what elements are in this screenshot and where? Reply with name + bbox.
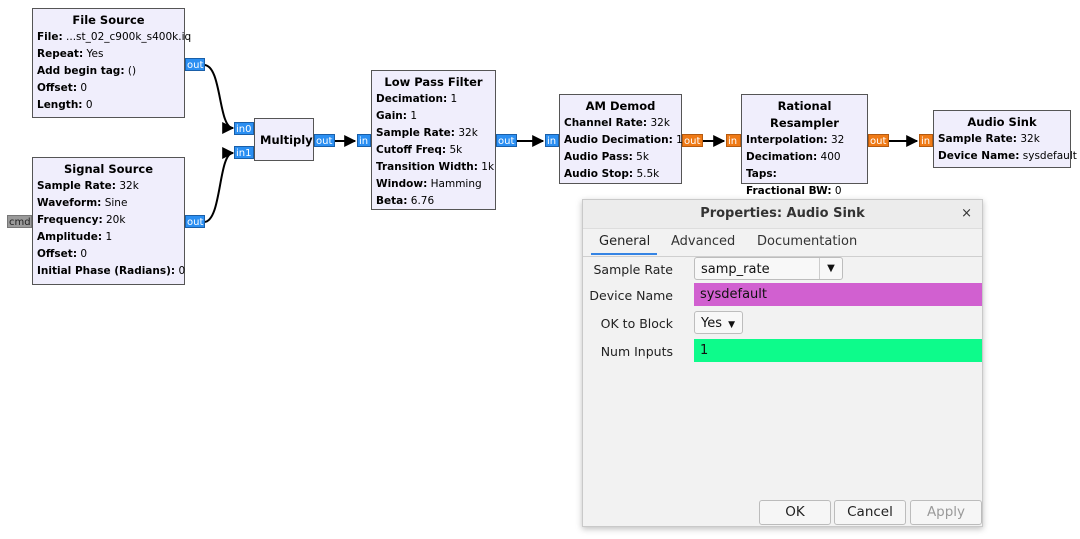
- chevron-down-icon[interactable]: ▼: [728, 320, 736, 330]
- port-audio-sink-in[interactable]: in: [919, 134, 933, 147]
- dialog-title: Properties: Audio Sink: [700, 206, 865, 221]
- sample-rate-combo[interactable]: samp_rate ▼: [694, 257, 843, 280]
- port-lpf-out[interactable]: out: [496, 134, 517, 147]
- dialog-tabs: General Advanced Documentation: [583, 229, 982, 257]
- block-audio-sink[interactable]: Audio Sink Sample Rate: 32k Device Name:…: [933, 110, 1077, 168]
- dialog-titlebar[interactable]: Properties: Audio Sink ×: [583, 200, 982, 229]
- tab-advanced[interactable]: Advanced: [671, 234, 736, 249]
- sample-rate-value[interactable]: samp_rate: [701, 262, 770, 277]
- sample-rate-label: Sample Rate: [593, 262, 673, 277]
- port-am-demod-out[interactable]: out: [682, 134, 703, 147]
- block-file-source[interactable]: File Source File: ...st_02_c900k_s400k.i…: [32, 8, 191, 118]
- connection-signal-multiply[interactable]: [203, 147, 235, 223]
- cancel-button[interactable]: Cancel: [834, 500, 906, 525]
- close-icon[interactable]: ×: [961, 206, 972, 221]
- block-title: Multiply: [260, 133, 313, 147]
- block-title: Rational Resampler: [770, 99, 839, 130]
- port-multiply-in1[interactable]: in1: [234, 146, 254, 159]
- num-inputs-field[interactable]: 1: [694, 339, 982, 362]
- block-title: Low Pass Filter: [384, 75, 483, 89]
- block-title: Signal Source: [63, 162, 153, 176]
- block-title: AM Demod: [585, 99, 656, 113]
- block-title: File Source: [72, 13, 145, 27]
- block-multiply[interactable]: Multiply: [254, 118, 314, 161]
- port-am-demod-in[interactable]: in: [545, 134, 559, 147]
- block-low-pass-filter[interactable]: Low Pass Filter Decimation: 1 Gain: 1 Sa…: [371, 70, 496, 210]
- port-resampler-in[interactable]: in: [726, 134, 741, 147]
- ok-to-block-combo[interactable]: Yes ▼: [694, 311, 743, 334]
- ok-to-block-label: OK to Block: [600, 316, 673, 331]
- tab-documentation[interactable]: Documentation: [757, 234, 858, 249]
- ok-to-block-value[interactable]: Yes: [701, 316, 722, 331]
- port-signal-source-out[interactable]: out: [185, 215, 205, 228]
- port-signal-source-cmd[interactable]: cmd: [7, 215, 32, 228]
- device-name-label: Device Name: [589, 288, 673, 303]
- active-tab-indicator: [591, 253, 657, 255]
- block-signal-source[interactable]: Signal Source Sample Rate: 32k Waveform:…: [32, 157, 185, 285]
- connection-file-multiply[interactable]: [203, 64, 235, 134]
- tab-general[interactable]: General: [599, 234, 651, 249]
- port-file-source-out[interactable]: out: [185, 58, 205, 71]
- port-multiply-out[interactable]: out: [314, 134, 335, 147]
- block-am-demod[interactable]: AM Demod Channel Rate: 32k Audio Decimat…: [559, 94, 683, 184]
- ok-button[interactable]: OK: [759, 500, 831, 525]
- chevron-down-icon[interactable]: ▼: [819, 258, 842, 279]
- block-title: Audio Sink: [967, 115, 1037, 129]
- port-resampler-out[interactable]: out: [868, 134, 889, 147]
- num-inputs-label: Num Inputs: [600, 344, 673, 359]
- apply-button[interactable]: Apply: [910, 500, 982, 525]
- properties-dialog[interactable]: Properties: Audio Sink × General Advance…: [582, 199, 983, 527]
- device-name-field[interactable]: sysdefault: [694, 283, 982, 306]
- port-multiply-in0[interactable]: in0: [234, 122, 254, 135]
- port-lpf-in[interactable]: in: [357, 134, 371, 147]
- block-rational-resampler[interactable]: Rational Resampler Interpolation: 32 Dec…: [741, 94, 868, 197]
